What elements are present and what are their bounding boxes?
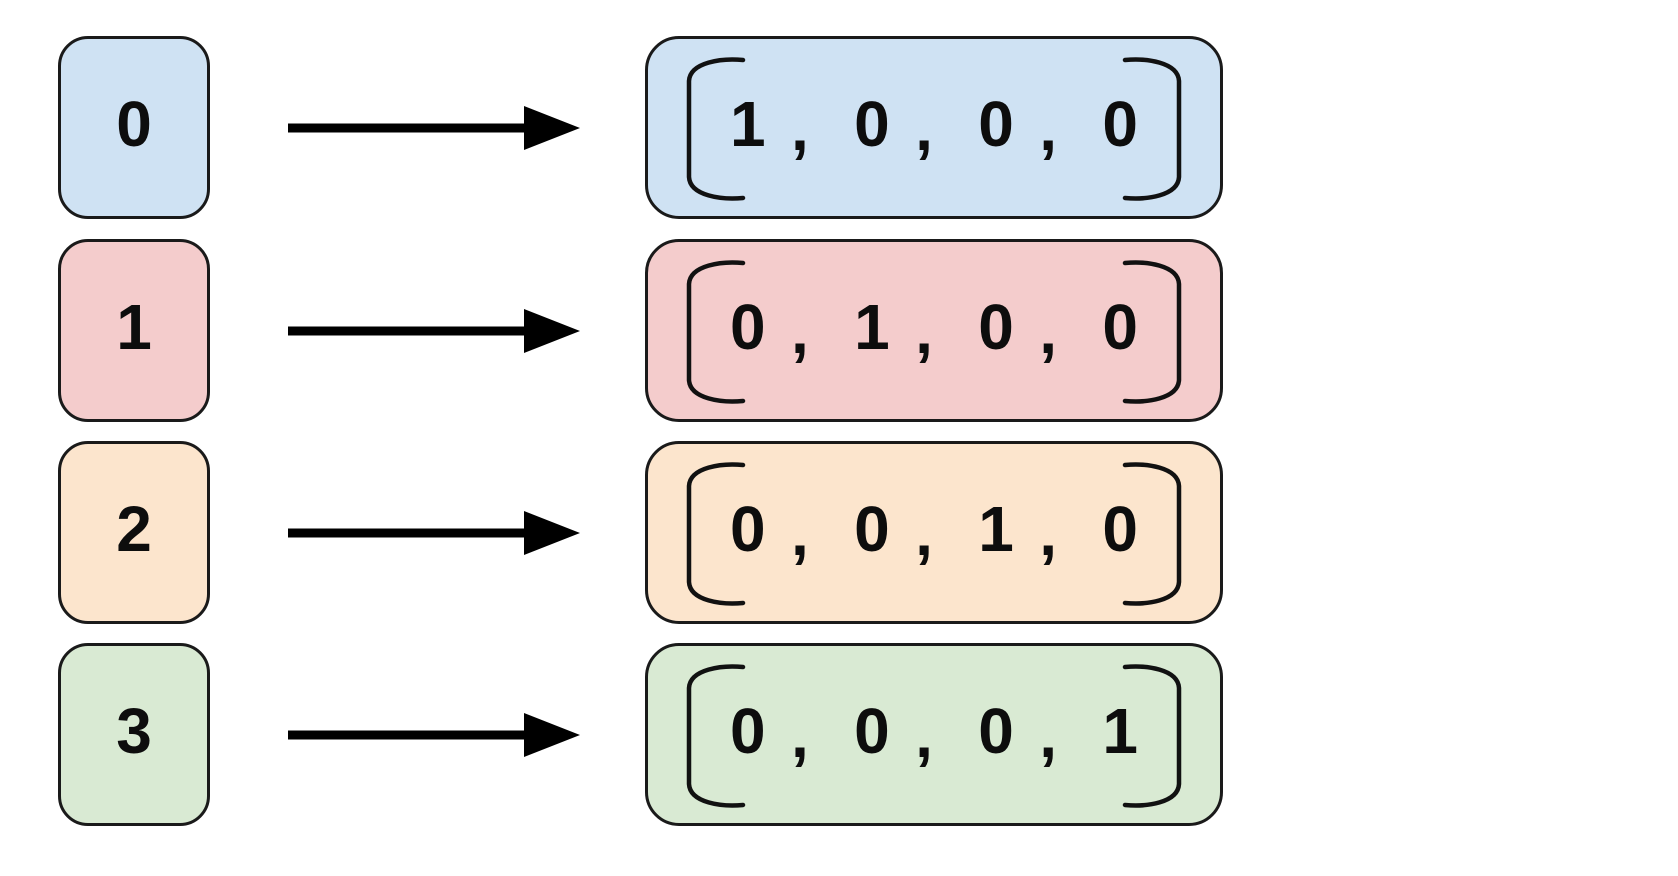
comma-separator: , (1039, 91, 1057, 164)
arrow-right-icon (288, 106, 580, 150)
vector-box-3: 0 , 0 , 0 , 1 (645, 643, 1223, 826)
close-bracket-icon (1122, 260, 1182, 404)
vector-value: 0 (1102, 290, 1138, 363)
comma-separator: , (790, 294, 809, 367)
comma-separator: , (915, 496, 933, 569)
vector-value: 0 (1102, 87, 1138, 160)
one-hot-vector: 0 , 0 , 1 , 0 (718, 444, 1150, 621)
open-bracket-icon (686, 260, 746, 404)
vector-value: 0 (854, 694, 890, 767)
encoding-row-3: 3 0 , 0 , 0 , 1 (0, 643, 1678, 826)
vector-value: 0 (978, 87, 1014, 160)
encoding-row-2: 2 0 , 0 , 1 , 0 (0, 441, 1678, 624)
open-bracket-icon (686, 462, 746, 606)
category-box-0: 0 (58, 36, 210, 219)
open-bracket-icon (686, 664, 746, 808)
one-hot-vector: 1 , 0 , 0 , 0 (718, 39, 1150, 216)
vector-value: 0 (730, 492, 766, 565)
arrow-right-icon (288, 713, 580, 757)
vector-value: 0 (730, 290, 766, 363)
vector-value: 0 (978, 694, 1014, 767)
vector-value: 1 (854, 290, 890, 363)
arrow-right-icon (288, 511, 580, 555)
vector-box-2: 0 , 0 , 1 , 0 (645, 441, 1223, 624)
vector-value: 1 (730, 87, 766, 160)
encoding-row-1: 1 0 , 1 , 0 , 0 (0, 239, 1678, 422)
encoding-row-0: 0 1 , 0 , 0 , 0 (0, 36, 1678, 219)
comma-separator: , (790, 91, 809, 164)
category-label: 0 (116, 87, 152, 160)
vector-value: 1 (978, 492, 1014, 565)
vector-box-0: 1 , 0 , 0 , 0 (645, 36, 1223, 219)
comma-separator: , (790, 698, 809, 771)
comma-separator: , (915, 294, 933, 367)
vector-value: 0 (854, 87, 890, 160)
category-label: 3 (116, 694, 152, 767)
close-bracket-icon (1122, 57, 1182, 201)
category-box-1: 1 (58, 239, 210, 422)
vector-value: 0 (854, 492, 890, 565)
vector-value: 0 (730, 694, 766, 767)
vector-value: 0 (978, 290, 1014, 363)
arrow-right-icon (288, 309, 580, 353)
one-hot-vector: 0 , 1 , 0 , 0 (718, 242, 1150, 419)
category-box-2: 2 (58, 441, 210, 624)
comma-separator: , (1039, 294, 1057, 367)
comma-separator: , (1039, 496, 1057, 569)
close-bracket-icon (1122, 664, 1182, 808)
vector-value: 1 (1102, 694, 1138, 767)
category-label: 2 (116, 492, 152, 565)
comma-separator: , (915, 91, 933, 164)
category-label: 1 (116, 290, 152, 363)
comma-separator: , (790, 496, 809, 569)
close-bracket-icon (1122, 462, 1182, 606)
comma-separator: , (915, 698, 933, 771)
one-hot-vector: 0 , 0 , 0 , 1 (718, 646, 1150, 823)
vector-value: 0 (1102, 492, 1138, 565)
open-bracket-icon (686, 57, 746, 201)
comma-separator: , (1039, 698, 1057, 771)
category-box-3: 3 (58, 643, 210, 826)
vector-box-1: 0 , 1 , 0 , 0 (645, 239, 1223, 422)
